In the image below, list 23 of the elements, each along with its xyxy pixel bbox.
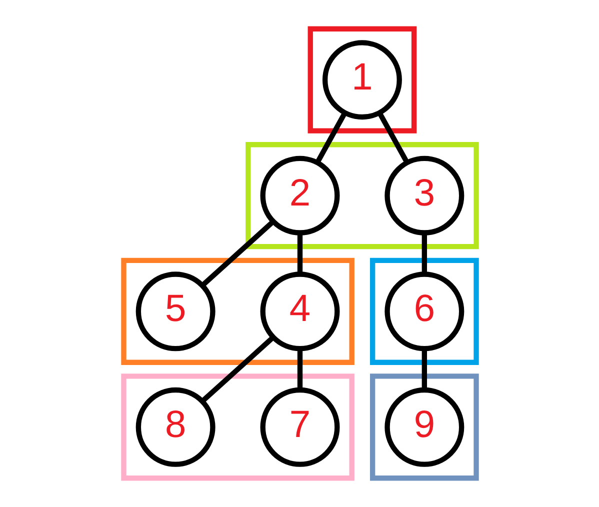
- cluster: [120, 374, 354, 481]
- cluster: [307, 26, 416, 134]
- cluster: [120, 258, 354, 365]
- node-circle: 7: [260, 387, 340, 467]
- connector: [296, 348, 302, 390]
- node-circle: 6: [384, 272, 464, 352]
- cluster: [369, 258, 478, 365]
- node-circle: 1: [322, 40, 402, 120]
- node-circle: 8: [135, 387, 215, 467]
- node-circle: 3: [384, 156, 464, 236]
- connector: [421, 232, 427, 274]
- connector: [200, 220, 274, 288]
- connector: [296, 232, 302, 274]
- cluster: [369, 374, 478, 481]
- connector: [314, 112, 347, 164]
- node-circle: 4: [260, 272, 340, 352]
- cluster: [245, 142, 478, 250]
- node-circle: 2: [260, 156, 340, 236]
- connector: [200, 336, 274, 404]
- connector: [421, 348, 427, 390]
- node-circle: 9: [384, 387, 464, 467]
- node-circle: 5: [135, 272, 215, 352]
- connector: [376, 112, 409, 164]
